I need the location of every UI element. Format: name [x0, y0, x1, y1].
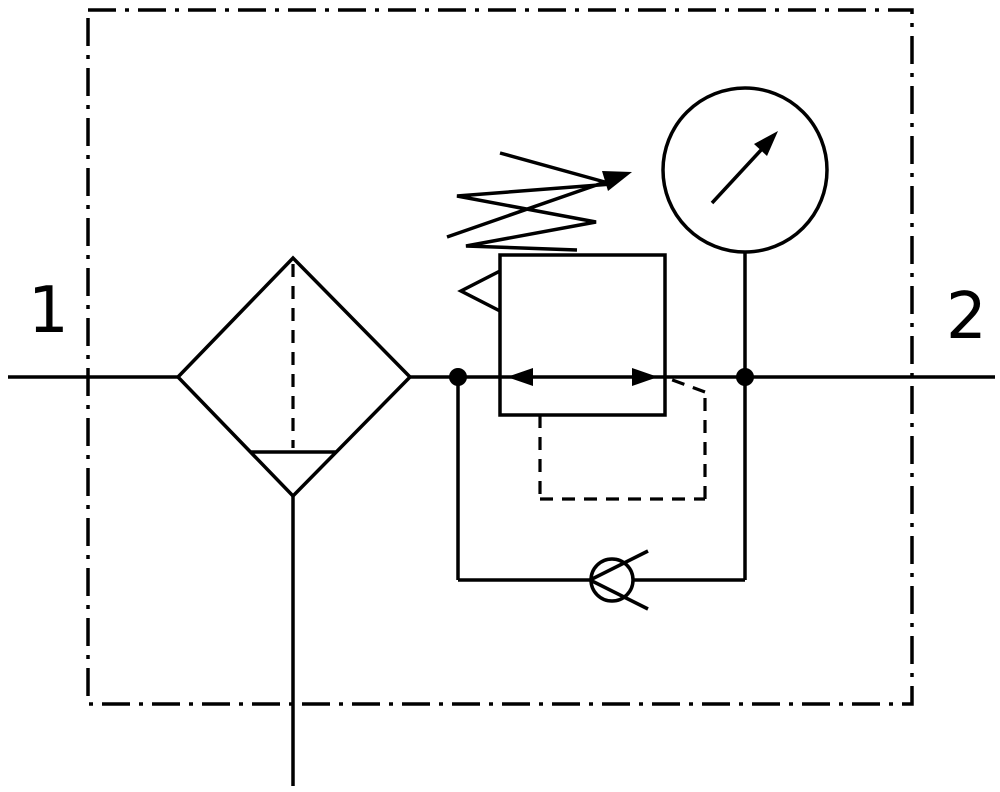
adjustment-arrow-shaft [446, 179, 609, 239]
gauge-needle [710, 147, 764, 205]
regulator-arrow-right-icon [632, 368, 658, 386]
pressure-regulator [457, 253, 667, 417]
regulator-arrow-left-icon [507, 368, 533, 386]
junction-node-left [449, 368, 467, 386]
gauge-needle-arrowhead-icon [754, 131, 778, 156]
spring-zigzag-icon [456, 151, 613, 252]
bypass-check-valve [456, 377, 747, 611]
regulator-vent-arrowhead-icon [457, 269, 501, 313]
enclosure-border [86, 8, 914, 706]
filter-water-separator [175, 255, 413, 786]
pilot-control-line [538, 376, 707, 501]
check-valve-seat-icon [586, 549, 649, 611]
adjustable-spring [446, 151, 632, 252]
pilot-line-diagonal [666, 376, 706, 394]
check-valve-ball-icon [589, 557, 635, 603]
junction-node-right [736, 368, 754, 386]
regulator-body [498, 253, 667, 417]
port-label-inlet: 1 [28, 274, 69, 348]
pressure-gauge [661, 86, 829, 377]
port-label-outlet: 2 [946, 280, 987, 354]
gauge-dial [661, 86, 829, 254]
adjustment-arrow-head-icon [602, 171, 632, 191]
